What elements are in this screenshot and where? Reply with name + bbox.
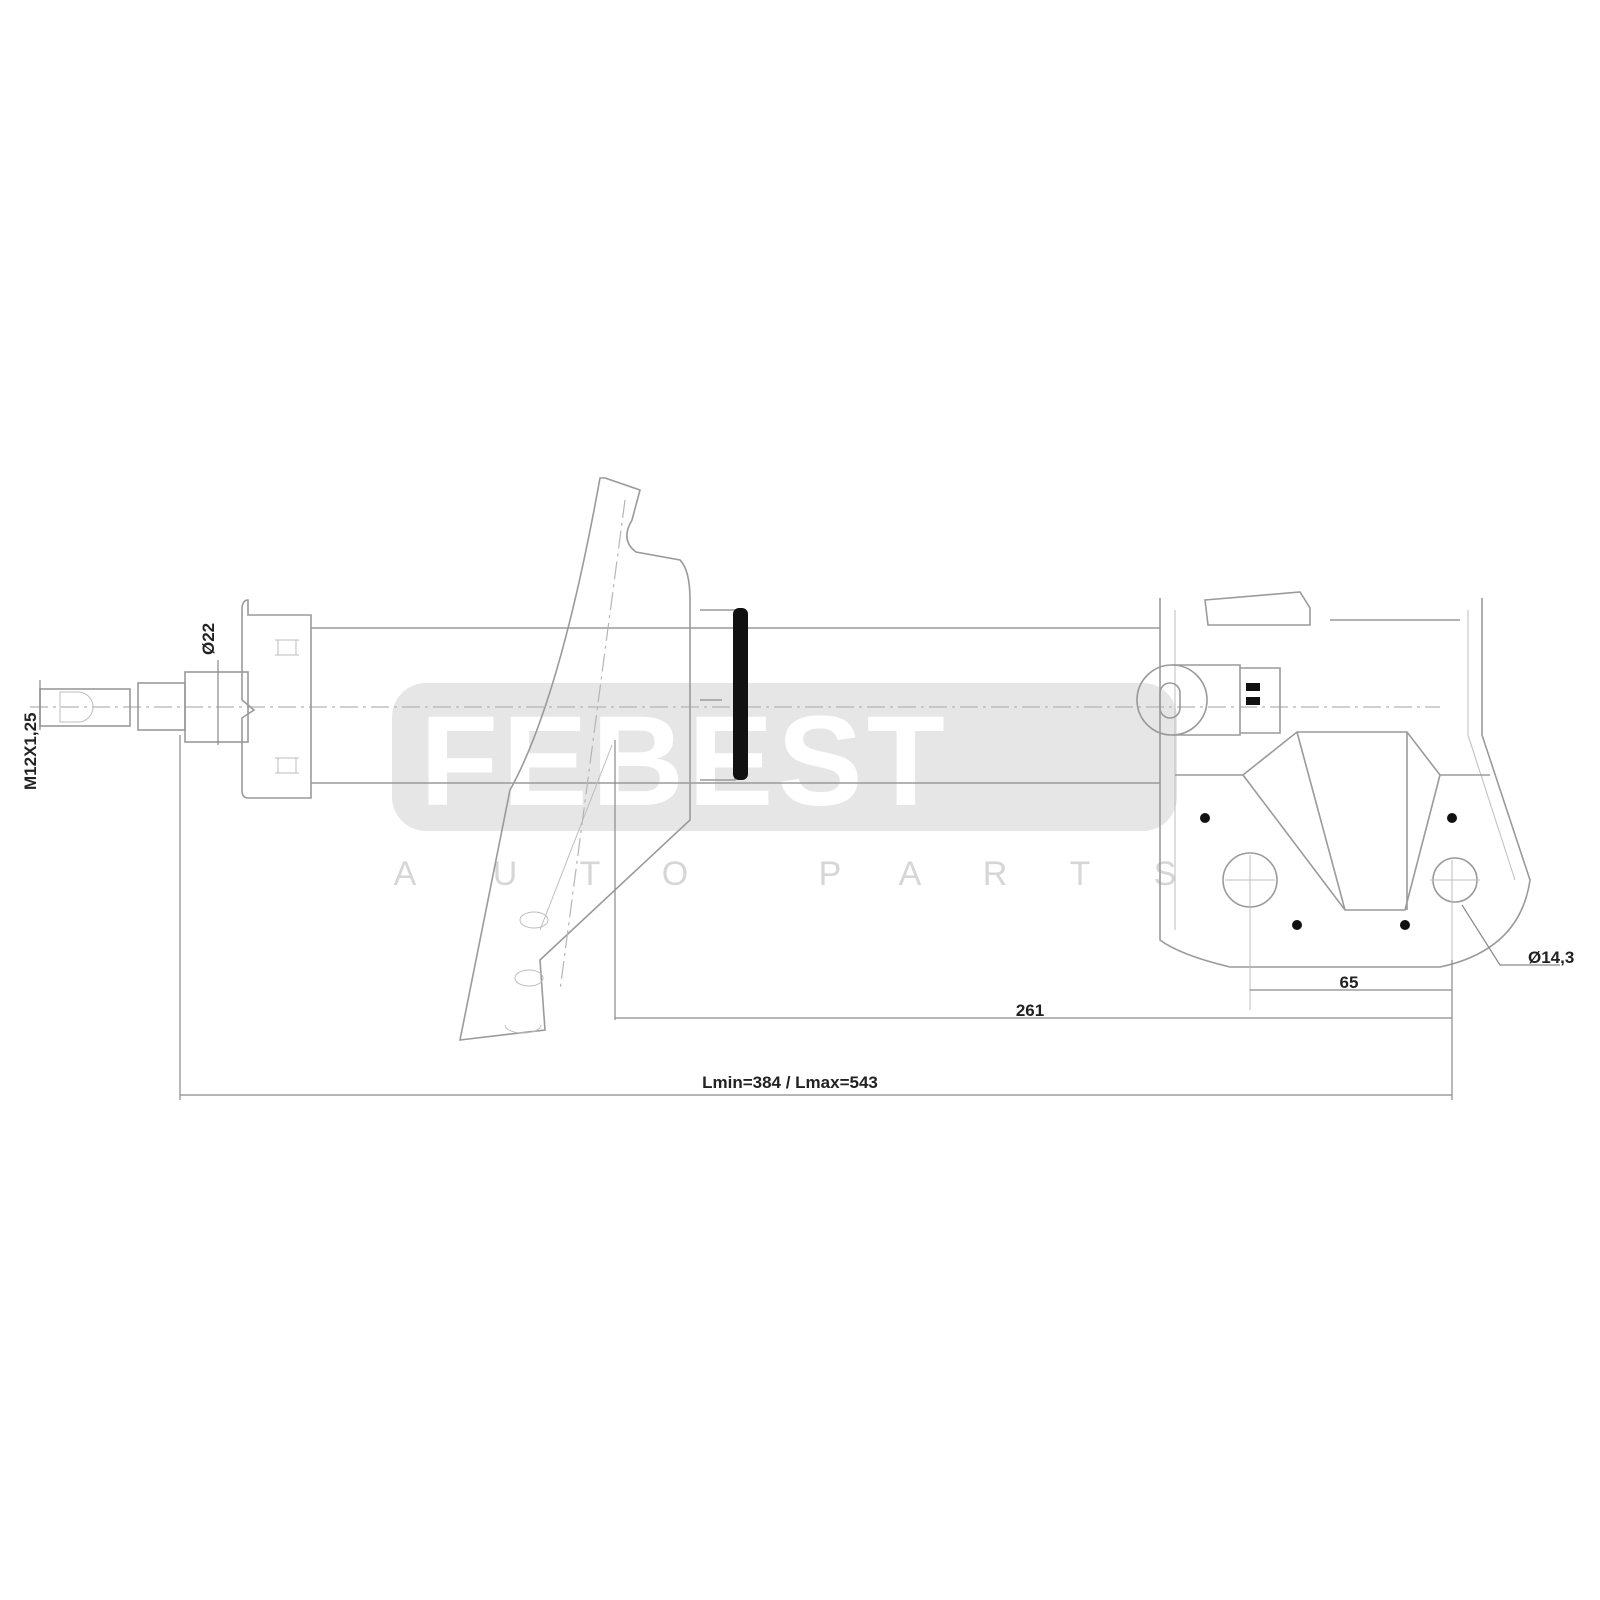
- seal-ring: [733, 608, 748, 780]
- tagline-letter: P: [819, 855, 842, 893]
- top-mount-block: [241, 599, 312, 799]
- tagline-letter: T: [580, 855, 601, 893]
- piston-rod: [39, 599, 312, 799]
- tagline-letter: U: [493, 855, 518, 893]
- watermark-brand: FEBEST: [420, 690, 949, 833]
- tagline-letter: R: [983, 855, 1008, 893]
- spring-plate: [458, 477, 691, 1041]
- hole-diameter-label: Ø14,3: [1528, 948, 1574, 967]
- hole-spacing-label: 65: [1340, 973, 1359, 992]
- tagline-letter: A: [394, 855, 417, 893]
- length-label: Lmin=384 / Lmax=543: [702, 1073, 878, 1092]
- tagline-letter: O: [662, 855, 688, 893]
- tagline-letter: S: [1154, 855, 1177, 893]
- tagline-letter: T: [1070, 855, 1091, 893]
- dimensions: [39, 660, 1453, 1100]
- knuckle-bracket: [1136, 591, 1560, 1010]
- rod-diameter-label: Ø22: [199, 623, 218, 655]
- tagline-letter: A: [899, 855, 922, 893]
- febest-watermark: FEBEST A U T O P A R T S: [392, 683, 1177, 893]
- thread-label: M12X1,25: [21, 713, 40, 791]
- mount-distance-label: 261: [1016, 1001, 1044, 1020]
